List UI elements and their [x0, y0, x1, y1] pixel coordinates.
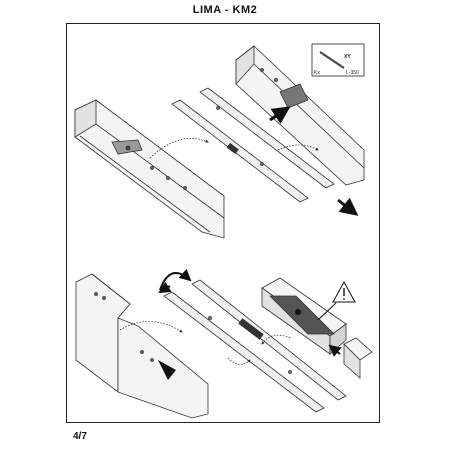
- slide-rail-bottom: [163, 279, 347, 413]
- dotted-arrow-icon: [149, 138, 209, 159]
- dotted-arrow-icon: [261, 334, 291, 345]
- rail-end-cap: [343, 337, 373, 379]
- dotted-arrow-icon: [277, 144, 319, 151]
- page-number: 4/7: [73, 431, 87, 442]
- inset-code: XY: [344, 54, 351, 60]
- inset-right-label: L-350: [346, 70, 359, 76]
- inset-left-label: Kx: [314, 70, 320, 76]
- rotate-arrow-icon: [159, 268, 192, 291]
- dotted-arrow-icon: [119, 321, 183, 333]
- push-arrow-icon: [269, 106, 291, 124]
- insert-arrow-icon: [158, 360, 176, 380]
- profile-bottom-left: [75, 273, 209, 419]
- slide-rail-top-outer: [171, 87, 335, 203]
- inset-hardware-box: [311, 43, 365, 77]
- profile-top-right: [235, 45, 365, 186]
- pull-arrow-icon: [337, 197, 359, 216]
- page-title: LIMA - KM2: [192, 4, 258, 16]
- rail-module-bottom-right: [261, 277, 347, 355]
- page-frame: [66, 23, 380, 423]
- dotted-arrow-icon: [227, 357, 251, 365]
- profile-top-left: [74, 99, 225, 239]
- slide-arrow-icon: [328, 344, 342, 357]
- warning-icon: [332, 280, 356, 303]
